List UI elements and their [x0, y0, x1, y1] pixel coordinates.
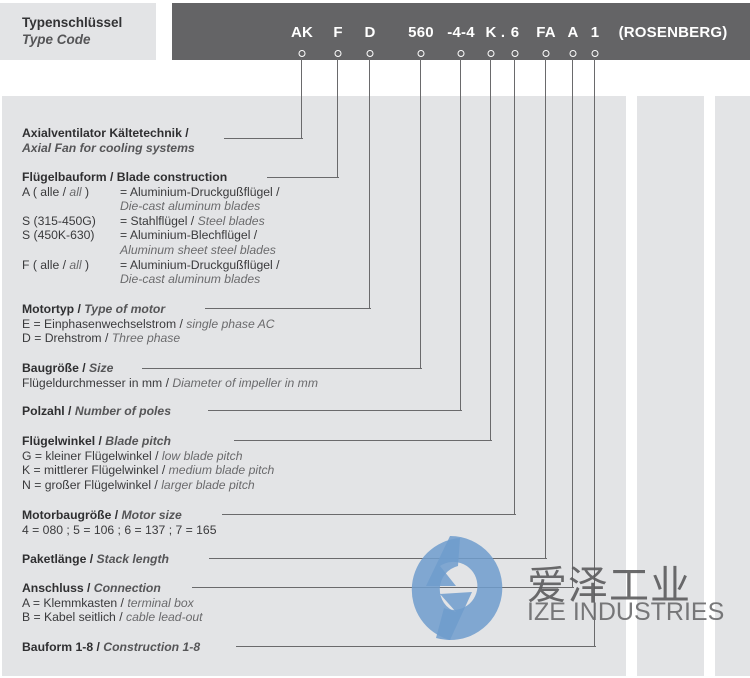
- blade-option-a: A ( alle / all )= Aluminium-Druckgußflüg…: [22, 184, 280, 199]
- title-english: Type Code: [22, 32, 91, 47]
- connector-dot-pitch: [487, 50, 495, 57]
- code-segment-stack: FA: [536, 24, 556, 41]
- leader-d: [205, 308, 371, 310]
- leader-ak: [224, 138, 303, 140]
- code-segment-f: F: [333, 24, 343, 41]
- code-segment-d: D: [364, 24, 376, 41]
- section-blade-pitch: Flügelwinkel / Blade pitch G = kleiner F…: [22, 434, 275, 492]
- section-stack-length: Paketlänge / Stack length: [22, 552, 169, 566]
- code-segment-brand: (ROSENBERG): [618, 24, 728, 41]
- leader-f: [267, 177, 339, 179]
- section-poles: Polzahl / Number of poles: [22, 404, 171, 418]
- connector-poles: [460, 58, 462, 411]
- connector-dot-construction: [591, 50, 599, 57]
- blade-option-s-aluminum: S (450K-630)= Aluminium-Blechflügel /: [22, 228, 258, 243]
- connector-stack: [545, 58, 547, 559]
- title-german: Typenschlüssel: [22, 15, 123, 30]
- connector-dot-ak: [298, 50, 306, 57]
- connector-dot-f: [334, 50, 342, 57]
- connector-dot-connection: [569, 50, 577, 57]
- connector-size: [420, 58, 422, 369]
- leader-construction: [236, 646, 596, 648]
- leader-size: [142, 368, 422, 370]
- section-connection: Anschluss / Connection A = Klemmkasten /…: [22, 581, 203, 625]
- code-segment-size: 560: [408, 24, 434, 41]
- connector-dot-poles: [457, 50, 465, 57]
- fan-type-title-en: Axial Fan for cooling systems: [22, 140, 195, 155]
- pitch-option-k: K = mittlerer Flügelwinkel / medium blad…: [22, 463, 275, 478]
- section-fan-type: Axialventilator Kältetechnik / Axial Fan…: [22, 126, 195, 155]
- ize-logo-icon: [411, 535, 503, 640]
- connector-motor-size: [514, 58, 516, 515]
- connector-dot-stack: [542, 50, 550, 57]
- connection-option-a: A = Klemmkasten / terminal box: [22, 595, 194, 610]
- pitch-option-g: G = kleiner Flügelwinkel / low blade pit…: [22, 448, 243, 463]
- connector-d: [369, 58, 371, 309]
- section-blade-construction: Flügelbauform / Blade construction A ( a…: [22, 170, 280, 287]
- code-segment-pitch: K: [485, 24, 497, 41]
- blade-option-f: F ( alle / all )= Aluminium-Druckgußflüg…: [22, 257, 280, 272]
- connector-connection: [572, 58, 574, 588]
- connector-dot-size: [417, 50, 425, 57]
- connector-dot-motor-size: [511, 50, 519, 57]
- blade-construction-title: Flügelbauform / Blade construction: [22, 170, 228, 184]
- motor-option-e: E = Einphasenwechselstrom / single phase…: [22, 316, 275, 331]
- fan-type-title-de: Axialventilator Kältetechnik /: [22, 126, 189, 140]
- connector-pitch: [490, 58, 492, 441]
- leader-stack: [209, 558, 547, 560]
- connector-construction: [594, 58, 596, 647]
- blade-option-s-steel: S (315-450G)= Stahlflügel / Steel blades: [22, 213, 265, 228]
- leader-motor-size: [222, 514, 516, 516]
- section-motor-size: Motorbaugröße / Motor size 4 = 080 ; 5 =…: [22, 508, 217, 537]
- motor-option-d: D = Drehstrom / Three phase: [22, 331, 181, 346]
- legend-panel: [2, 96, 626, 676]
- leader-connection: [192, 587, 574, 589]
- watermark-english: IZE INDUSTRIES: [527, 598, 725, 626]
- connector-f: [337, 58, 339, 178]
- leader-pitch: [234, 440, 492, 442]
- code-segment-motor-size: 6: [510, 24, 520, 41]
- side-column-2: [715, 96, 750, 676]
- type-code-title-box: [0, 3, 156, 60]
- connector-dot-d: [366, 50, 374, 57]
- code-segment-dot: .: [500, 24, 506, 41]
- leader-poles: [208, 410, 462, 412]
- side-column-1: [637, 96, 704, 676]
- section-construction: Bauform 1-8 / Construction 1-8: [22, 640, 201, 654]
- pitch-option-n: N = großer Flügelwinkel / larger blade p…: [22, 477, 255, 492]
- code-segment-poles: -4-4: [447, 24, 475, 41]
- connector-ak: [301, 58, 303, 139]
- code-segment-connection: A: [567, 24, 579, 41]
- section-size: Baugröße / Size Flügeldurchmesser in mm …: [22, 361, 318, 390]
- connection-option-b: B = Kabel seitlich / cable lead-out: [22, 610, 203, 625]
- section-motor-type: Motortyp / Type of motor E = Einphasenwe…: [22, 302, 275, 346]
- motor-size-values: 4 = 080 ; 5 = 106 ; 6 = 137 ; 7 = 165: [22, 522, 217, 537]
- code-segment-construction: 1: [590, 24, 600, 41]
- watermark-chinese: 爱泽工业: [527, 563, 691, 609]
- code-segment-ak: AK: [290, 24, 314, 41]
